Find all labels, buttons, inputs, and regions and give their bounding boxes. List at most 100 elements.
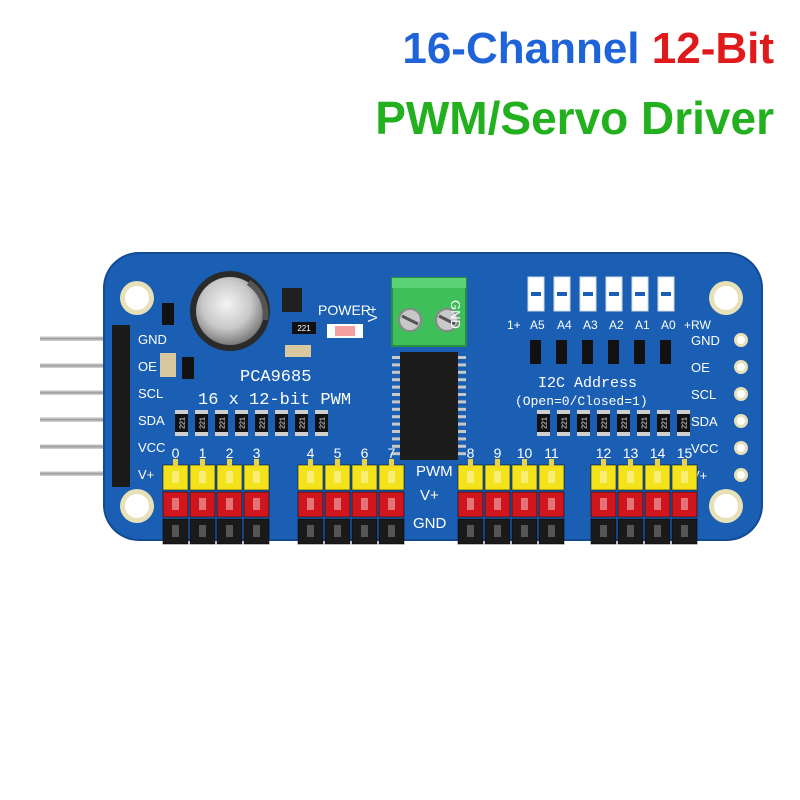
left-pin-label-vplus: V+ [138, 467, 154, 482]
row-label-pwm: PWM [416, 463, 453, 480]
resistor-code: 221 [602, 417, 609, 429]
vplus-pin [644, 491, 671, 518]
address-resistor [530, 340, 541, 364]
channel-label-11: 11 [544, 445, 559, 461]
channel-label-10: 10 [517, 445, 533, 461]
resistor-code: 221 [180, 417, 187, 429]
power-label: POWER [318, 302, 371, 318]
vplus-pin [324, 491, 351, 518]
vplus-pin [297, 491, 324, 518]
screw-terminal [391, 277, 467, 347]
servo-headers [162, 459, 698, 545]
gnd-pin [216, 518, 243, 545]
headline-line-2: PWM/Servo Driver [375, 92, 774, 144]
pwm-pin [351, 459, 378, 491]
gnd-pin [162, 518, 189, 545]
left-pin-label-oe: OE [138, 359, 157, 374]
resistor-code: 221 [562, 417, 569, 429]
resistor-smd [577, 410, 590, 436]
mounting-hole-bottom-left [120, 489, 154, 523]
gnd-pin [457, 518, 484, 545]
channel-label-13: 13 [623, 445, 639, 461]
resistor-smd [677, 410, 690, 436]
row-label-vplus: V+ [420, 487, 439, 504]
channel-label-9: 9 [494, 445, 502, 461]
resistor-smd [537, 410, 550, 436]
chip-subtitle: 16 x 12-bit PWM [198, 391, 351, 410]
right-pin-label-scl: SCL [691, 387, 716, 402]
vplus-pin [484, 491, 511, 518]
resistor-smd [195, 410, 208, 436]
resistor-smd [617, 410, 630, 436]
channel-label-12: 12 [596, 445, 612, 461]
pwm-pin [378, 459, 405, 491]
address-label-a5: A5 [530, 318, 545, 332]
resistor-smd [597, 410, 610, 436]
address-label-a3: A3 [583, 318, 598, 332]
address-resistor [608, 340, 619, 364]
mounting-hole-top-right [709, 281, 743, 315]
gnd-pin [671, 518, 698, 545]
vplus-pin [243, 491, 270, 518]
resistor-code: 221 [642, 417, 649, 429]
vplus-pin [162, 491, 189, 518]
pwm-pin [617, 459, 644, 491]
mounting-hole-bottom-right [709, 489, 743, 523]
right-pin-label-sda: SDA [691, 414, 718, 429]
channel-label-5: 5 [334, 445, 342, 461]
resistor-code: 221 [280, 417, 287, 429]
gnd-pin [590, 518, 617, 545]
resistor-r1 [292, 322, 316, 334]
pca9685-ic [392, 352, 466, 460]
pwm-pin [644, 459, 671, 491]
address-jumpers [527, 276, 675, 312]
address-resistor [582, 340, 593, 364]
resistor-code: 221 [240, 417, 247, 429]
vplus-pin [189, 491, 216, 518]
left-pin-label-sda: SDA [138, 413, 165, 428]
capacitor-c1 [160, 353, 176, 377]
resistor-code: 221 [582, 417, 589, 429]
transistor-smd [282, 288, 302, 312]
channel-label-8: 8 [467, 445, 475, 461]
resistor-r1-code: 221 [297, 324, 311, 333]
pwm-pin [538, 459, 565, 491]
vplus-pin [590, 491, 617, 518]
left-pin-label-gnd: GND [138, 332, 167, 347]
resistor-code: 221 [220, 417, 227, 429]
right-pin-label-vcc: VCC [691, 441, 718, 456]
vplus-pin [538, 491, 565, 518]
mounting-hole-top-left [120, 281, 154, 315]
gnd-pin [351, 518, 378, 545]
resistor-code: 221 [260, 417, 267, 429]
resistor-smd [657, 410, 670, 436]
resistor-smd [235, 410, 248, 436]
headline-bit-text: 12-Bit [651, 24, 774, 73]
gnd-pin [297, 518, 324, 545]
resistor-code: 221 [662, 417, 669, 429]
terminal-minus-label: GND [448, 300, 463, 329]
resistor-smd [275, 410, 288, 436]
left-header-pins [40, 336, 120, 476]
channel-label-14: 14 [650, 445, 666, 461]
right-pin-label-gnd: GND [691, 333, 720, 348]
address-resistor [556, 340, 567, 364]
pwm-pin [297, 459, 324, 491]
capacitor-smd [285, 345, 311, 357]
address-resistor [660, 340, 671, 364]
vplus-pin [671, 491, 698, 518]
pwm-pin [671, 459, 698, 491]
right-pin-label-oe: OE [691, 360, 710, 375]
pwm-pin [243, 459, 270, 491]
address-label-rw: +RW [684, 318, 711, 332]
resistor-smd [175, 410, 188, 436]
address-label-1: 1+ [507, 318, 521, 332]
resistor-code: 221 [200, 417, 207, 429]
address-resistors [530, 340, 671, 364]
resistor-code: 221 [682, 417, 689, 429]
